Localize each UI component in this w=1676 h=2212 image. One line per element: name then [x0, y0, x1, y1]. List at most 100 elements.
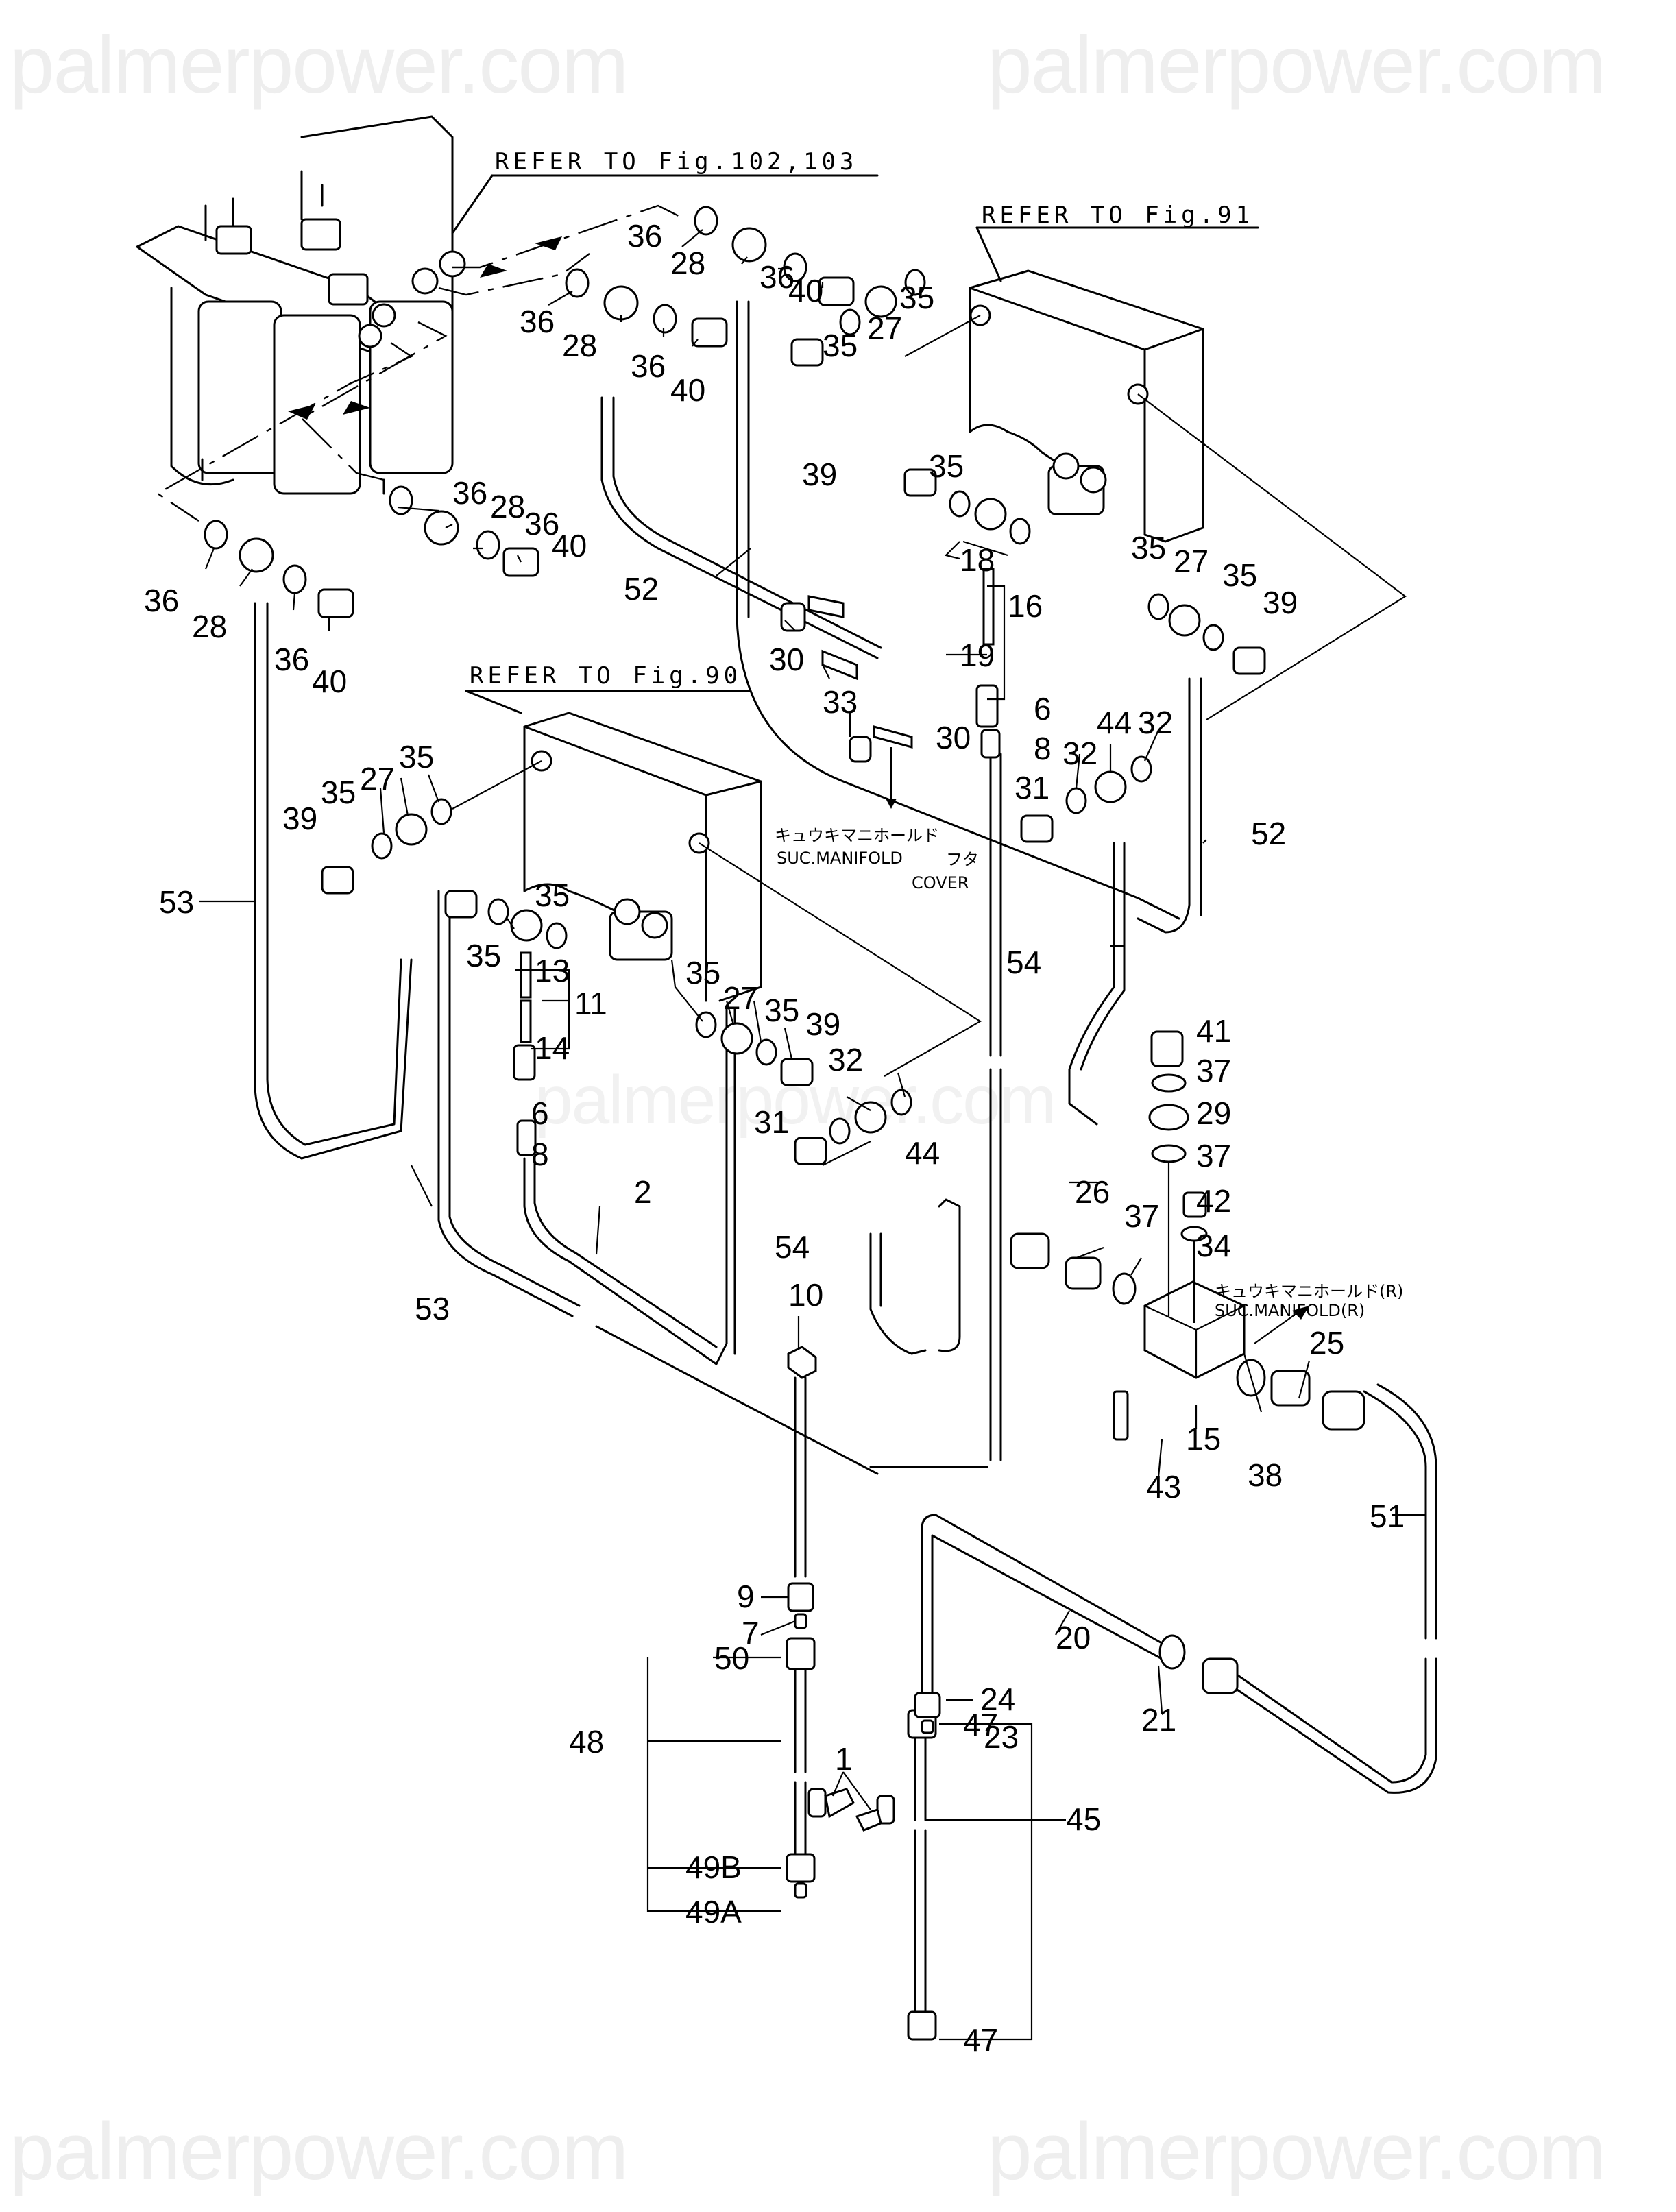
callout-47: 47: [963, 2022, 998, 2058]
callout-32: 32: [1138, 705, 1173, 740]
callout-39: 39: [802, 457, 837, 492]
callout-36: 36: [144, 583, 179, 618]
callout-40: 40: [552, 528, 587, 563]
callout-35: 35: [929, 448, 964, 484]
callout-51: 51: [1370, 1498, 1405, 1534]
callout-27: 27: [723, 980, 758, 1016]
callout-8: 8: [1034, 731, 1052, 766]
callout-19: 19: [960, 637, 995, 673]
callout-53: 53: [159, 884, 194, 920]
callout-26: 26: [1075, 1174, 1110, 1210]
callout-35: 35: [764, 993, 799, 1028]
note-en: SUC.MANIFOLD: [777, 849, 903, 868]
callout-28: 28: [670, 245, 705, 281]
reference-fig-102-103: REFER TO Fig.102,103: [451, 148, 879, 234]
callout-52: 52: [1251, 816, 1286, 851]
callout-2: 2: [634, 1174, 652, 1210]
fuel-filter-assembly: [136, 115, 466, 495]
callout-39: 39: [1263, 585, 1298, 620]
callout-31: 31: [1015, 770, 1049, 805]
callout-49a: 49A: [685, 1894, 742, 1930]
note-en: SUC.MANIFOLD(R): [1215, 1301, 1365, 1320]
callout-36: 36: [274, 642, 309, 677]
callout-13: 13: [535, 953, 570, 988]
callout-35: 35: [685, 955, 720, 990]
callout-32: 32: [828, 1042, 863, 1078]
flow-lines-filter: [156, 204, 686, 522]
callout-35: 35: [466, 938, 501, 973]
callout-54: 54: [775, 1229, 810, 1265]
callout-44: 44: [905, 1135, 940, 1171]
watermark-bottom-right: palmerpower.com: [987, 2106, 1606, 2197]
reference-fig-90: REFER TO Fig.90: [465, 662, 752, 714]
small-parts: [204, 206, 1365, 2041]
watermark-top-left: palmerpower.com: [10, 20, 629, 110]
callout-15: 15: [1186, 1421, 1221, 1457]
callout-24: 24: [980, 1681, 1015, 1717]
callout-35: 35: [399, 739, 434, 775]
callout-21: 21: [1141, 1702, 1176, 1738]
callout-14: 14: [535, 1030, 570, 1066]
callout-27: 27: [867, 311, 902, 346]
callout-36: 36: [760, 259, 794, 295]
callout-45: 45: [1066, 1801, 1101, 1837]
watermark-bottom-left: palmerpower.com: [10, 2106, 629, 2197]
callout-40: 40: [670, 372, 705, 408]
callout-47: 47: [963, 1707, 998, 1742]
note-jp: キュウキマニホールド: [775, 826, 939, 845]
callout-36: 36: [627, 218, 662, 254]
note-en-cover: COVER: [912, 873, 969, 892]
callout-38: 38: [1248, 1457, 1283, 1493]
callout-37: 37: [1124, 1198, 1159, 1234]
arrow-icon: [1292, 1306, 1309, 1320]
callout-36: 36: [520, 304, 555, 339]
injection-pump-fig90: [452, 712, 982, 1077]
callout-33: 33: [823, 684, 858, 720]
callout-37: 37: [1196, 1053, 1231, 1089]
reference-label: REFER TO Fig.102,103: [495, 148, 858, 175]
callout-11: 11: [574, 986, 607, 1021]
callout-28: 28: [490, 489, 525, 524]
callout-53: 53: [415, 1291, 450, 1326]
callout-49b: 49B: [685, 1849, 742, 1885]
reference-label: REFER TO Fig.90: [470, 662, 742, 690]
callout-40: 40: [788, 273, 823, 308]
flow-arrow-icon: [343, 401, 370, 415]
watermark-top-right: palmerpower.com: [987, 20, 1606, 110]
callout-35: 35: [1131, 530, 1166, 566]
callout-18: 18: [960, 542, 995, 578]
callout-1: 1: [835, 1741, 853, 1777]
callout-44: 44: [1097, 705, 1132, 740]
callouts: 36 28 36 40 36 28 36 40 36 28 36 40 36 2…: [144, 218, 1405, 2058]
flow-arrow-icon: [480, 264, 507, 278]
callout-27: 27: [1174, 544, 1209, 579]
callout-23: 23: [984, 1719, 1019, 1755]
callout-43: 43: [1146, 1469, 1181, 1505]
callout-32: 32: [1062, 736, 1097, 771]
callout-52: 52: [624, 571, 659, 607]
note-suc-manifold-r: キュウキマニホールド(R) SUC.MANIFOLD(R): [1215, 1282, 1403, 1320]
callout-29: 29: [1196, 1095, 1231, 1131]
callout-30: 30: [769, 642, 804, 677]
callout-6: 6: [1034, 691, 1052, 727]
callout-28: 28: [192, 609, 227, 644]
callout-34: 34: [1196, 1228, 1231, 1263]
callout-36: 36: [452, 475, 487, 511]
pipes: [254, 300, 1437, 1794]
callout-35: 35: [1222, 557, 1257, 593]
callout-35: 35: [321, 775, 356, 810]
callout-6: 6: [531, 1095, 549, 1131]
callout-27: 27: [360, 761, 395, 797]
injection-pump-fig91: [904, 269, 1407, 720]
callout-40: 40: [312, 664, 347, 699]
callout-42: 42: [1196, 1183, 1231, 1219]
callout-28: 28: [562, 328, 597, 363]
note-suc-manifold-cover: キュウキマニホールド SUC.MANIFOLD フタ COVER: [775, 826, 979, 892]
callout-35: 35: [535, 877, 570, 913]
callout-8: 8: [531, 1137, 549, 1172]
callout-30: 30: [936, 720, 971, 755]
callout-16: 16: [1008, 588, 1043, 624]
callout-54: 54: [1006, 945, 1041, 980]
callout-35: 35: [899, 280, 934, 315]
